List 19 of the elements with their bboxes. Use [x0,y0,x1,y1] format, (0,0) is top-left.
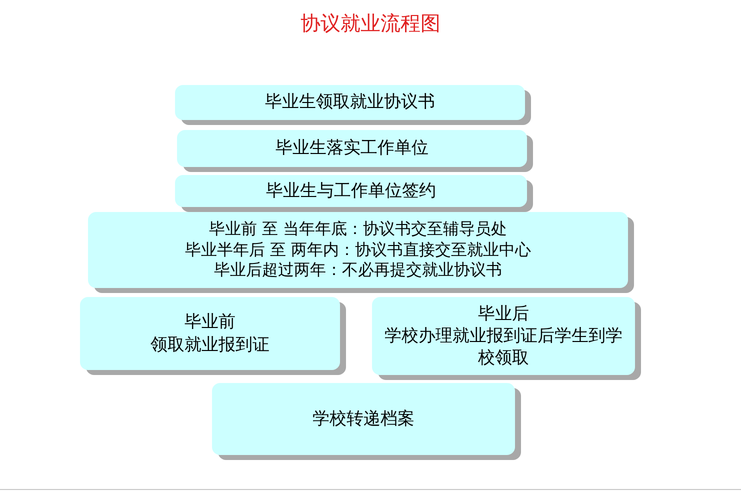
box-text: 毕业前 至 当年年底：协议书交至辅导员处 [208,218,508,240]
process-box [88,212,628,288]
process-box [80,297,340,370]
process-box [212,383,515,455]
process-box [175,175,527,207]
process-box [372,297,635,375]
box-text: 毕业后 [478,302,529,325]
box-text: 学校办理就业报到证后学生到学校领取 [384,324,624,370]
box-text: 学校转递档案 [312,408,414,430]
process-box [177,130,527,167]
box-text: 毕业半年后 至 两年内：协议书直接交至就业中心 [184,240,532,260]
box-text: 毕业生领取就业协议书 [265,91,435,114]
process-box [175,85,525,120]
box-text: 毕业前 [184,311,236,334]
box-text: 毕业后超过两年：不必再提交就业协议书 [214,260,502,282]
box-text: 毕业生与工作单位签约 [266,180,436,202]
box-text: 毕业生落实工作单位 [276,137,428,160]
box-text: 领取就业报到证 [150,334,270,356]
diagram-title: 协议就业流程图 [300,10,442,37]
